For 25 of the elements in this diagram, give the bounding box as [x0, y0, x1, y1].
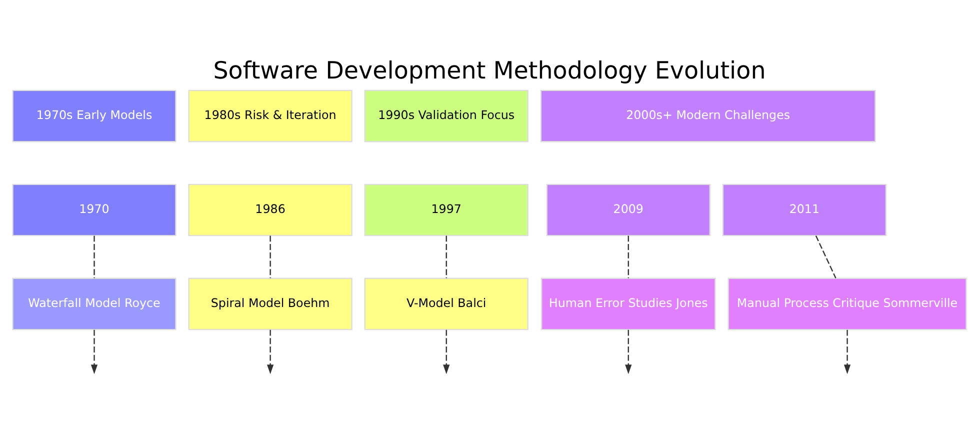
node-box: 2011	[722, 183, 887, 236]
node-box: 1990s Validation Focus	[364, 89, 528, 142]
arrow	[266, 329, 274, 374]
node-box: V-Model Balci	[364, 277, 528, 330]
node-box: Waterfall Model Royce	[12, 277, 176, 330]
node-box: 1970s Early Models	[12, 89, 176, 142]
node-box: 2009	[546, 183, 710, 236]
connector	[815, 234, 836, 278]
node-box: 1980s Risk & Iteration	[188, 89, 352, 142]
connector	[628, 235, 629, 278]
diagram-title: Software Development Methodology Evolution	[213, 56, 766, 84]
arrow	[625, 329, 632, 374]
node-box: 1970	[12, 183, 176, 236]
node-box: Human Error Studies Jones	[540, 277, 716, 330]
arrow	[90, 329, 98, 374]
node-box: Manual Process Critique Sommerville	[728, 277, 967, 330]
arrow	[443, 329, 450, 374]
node-box: Spiral Model Boehm	[188, 277, 352, 330]
connector	[94, 235, 95, 278]
node-box: 1997	[364, 183, 528, 236]
node-box: 1986	[188, 183, 352, 236]
arrow	[844, 329, 851, 374]
connector	[446, 235, 447, 278]
node-box: 2000s+ Modern Challenges	[540, 89, 876, 142]
connector	[270, 235, 271, 278]
